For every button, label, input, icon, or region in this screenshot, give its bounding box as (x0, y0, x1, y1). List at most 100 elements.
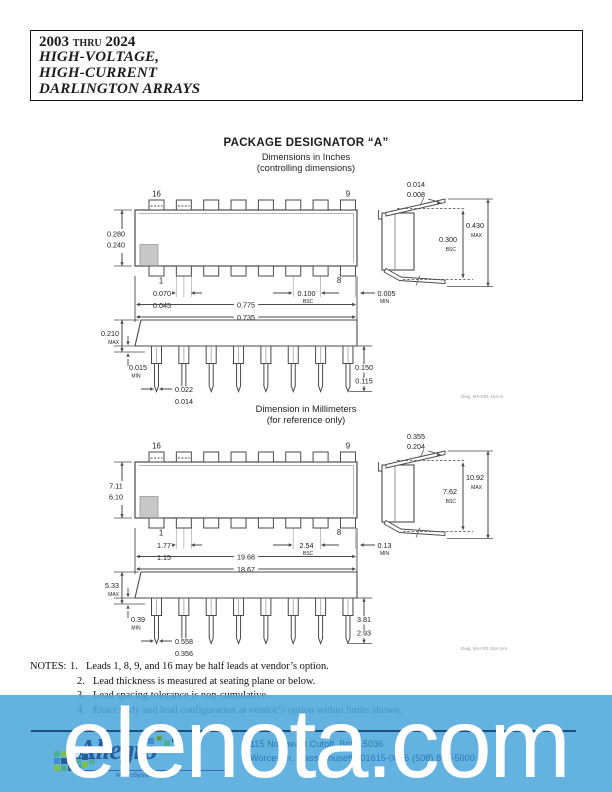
lead-thickness-min: 0.204 (407, 442, 425, 451)
logo-square (68, 751, 74, 757)
note-number: 2. (77, 675, 85, 687)
logo-square (54, 758, 60, 764)
pin-16-label: 16 (152, 190, 161, 199)
row-spacing: 0.300 (439, 235, 457, 244)
logo-square (89, 758, 95, 764)
lead-length-min: 0.115 (355, 377, 372, 386)
seated-height-note: MAX (108, 592, 120, 598)
brand-subtitle: MicroSystems, Inc. (116, 772, 175, 779)
body-width-min: 6.10 (109, 493, 123, 502)
end-gap: 0.005 (378, 289, 396, 298)
part-range: 2003 THRU 2024 (39, 34, 135, 51)
lead-width-min: 0.014 (175, 397, 193, 406)
pin-8-label: 8 (337, 276, 341, 285)
row-spacing-max: 0.430 (466, 221, 484, 230)
end-gap: 0.13 (378, 541, 392, 550)
standoff: 0.39 (131, 615, 145, 624)
header-title-line2: HIGH-CURRENT (39, 65, 158, 81)
logo-square (164, 740, 170, 746)
note-text: Lead thickness is measured at seating pl… (93, 675, 316, 687)
registered-mark: ® (156, 735, 162, 743)
logo-square (61, 758, 67, 764)
lead-width-max: 0.558 (175, 637, 193, 646)
lead-thickness-max: 0.014 (407, 180, 425, 189)
part-range-start: 2003 (39, 34, 69, 50)
lead-thickness-max: 0.355 (407, 432, 425, 441)
pin-9-label: 9 (346, 190, 350, 199)
header-box: 2003 THRU 2024 HIGH-VOLTAGE, HIGH-CURREN… (30, 30, 583, 101)
inches-subtitle: Dimensions in Inches (261, 152, 351, 162)
logo-square (148, 738, 154, 744)
logo-square (54, 765, 60, 771)
pitch: 2.54 (300, 541, 314, 550)
address-line1: 115 Northeast Cutoff, Box 15036 (250, 739, 384, 749)
pin-1-label: 1 (159, 529, 163, 538)
standoff-note: MIN (131, 626, 141, 632)
logo-square (54, 751, 60, 757)
logo-square (75, 765, 81, 771)
pitch-note: BSC (303, 551, 314, 557)
logo-square (75, 751, 81, 757)
logo-square (156, 735, 162, 741)
brand-name: Allegro® (78, 735, 162, 766)
lead-width-max: 0.022 (175, 385, 193, 394)
note-number: 1. (70, 661, 78, 672)
shoulder-max: 0.070 (153, 289, 171, 298)
page-title: PACKAGE DESIGNATOR “A” (223, 137, 389, 149)
address-line2: Worcester, Massachusetts 01615-0036 (508… (250, 752, 475, 763)
pin-1-label: 1 (159, 277, 163, 286)
inches-subtitle2: (controlling dimensions) (256, 163, 356, 173)
seated-height: 5.33 (105, 581, 119, 590)
lead-length-max: 3.81 (357, 615, 371, 624)
company-address: 115 Northeast Cutoff, Box 15036 Worceste… (250, 738, 475, 765)
logo-square (75, 758, 81, 764)
end-gap-note: MIN (380, 551, 390, 557)
standoff: 0.015 (129, 363, 147, 372)
part-range-end: 2024 (105, 34, 136, 50)
row-spacing-max-note: MAX (471, 485, 483, 491)
notes-label: NOTES: (30, 661, 67, 672)
pitch-note: BSC (303, 299, 314, 305)
pitch: 0.100 (298, 289, 316, 298)
logo-square (61, 751, 67, 757)
standoff-note: MIN (131, 374, 141, 380)
pin-16-label: 16 (152, 442, 161, 451)
footer-rule (31, 730, 576, 732)
footer-band (0, 695, 612, 792)
logo-square (82, 761, 88, 767)
lead-width-min: 0.356 (175, 649, 193, 658)
header-title-line3: DARLINGTON ARRAYS (39, 81, 201, 97)
lead-length-min: 2.93 (357, 629, 371, 638)
logo-square (82, 754, 88, 760)
body-width-max: 7.11 (109, 482, 122, 491)
row-spacing-note: BSC (446, 499, 457, 505)
mm-subtitle: Dimension in Millimeters (255, 404, 357, 414)
body-length-min: 18.67 (237, 565, 255, 574)
lead-length-max: 0.150 (355, 363, 373, 372)
row-spacing: 7.62 (443, 487, 457, 496)
row-spacing-note: BSC (446, 247, 457, 253)
seated-height: 0.210 (101, 329, 119, 338)
lead-thickness-min: 0.008 (407, 190, 425, 199)
pin-9-label: 9 (346, 442, 350, 451)
note-row: NOTES:1. Leads 1, 8, 9, and 16 may be hal… (30, 660, 570, 675)
dwg-ref: Dwg. MA-001-16A mm (461, 646, 507, 651)
note-text: Leads 1, 8, 9, and 16 may be half leads … (86, 661, 329, 672)
row-spacing-max-note: MAX (471, 233, 483, 239)
logo-underline (82, 770, 230, 771)
body-length-min: 0.735 (237, 313, 255, 322)
body-length-max: 19.68 (237, 552, 255, 561)
shoulder-min: 1.15 (157, 553, 171, 562)
logo-square (68, 758, 74, 764)
row-spacing-max: 10.92 (466, 473, 484, 482)
body-width-max: 0.280 (107, 230, 125, 239)
dwg-ref: Dwg. MA-001-16A in (461, 394, 504, 399)
part-range-thru: THRU (72, 38, 102, 49)
logo-square (172, 736, 178, 742)
note-row: 2. Lead thickness is measured at seating … (30, 675, 570, 690)
body-length-max: 0.775 (237, 300, 255, 309)
end-gap-note: MIN (380, 299, 390, 305)
